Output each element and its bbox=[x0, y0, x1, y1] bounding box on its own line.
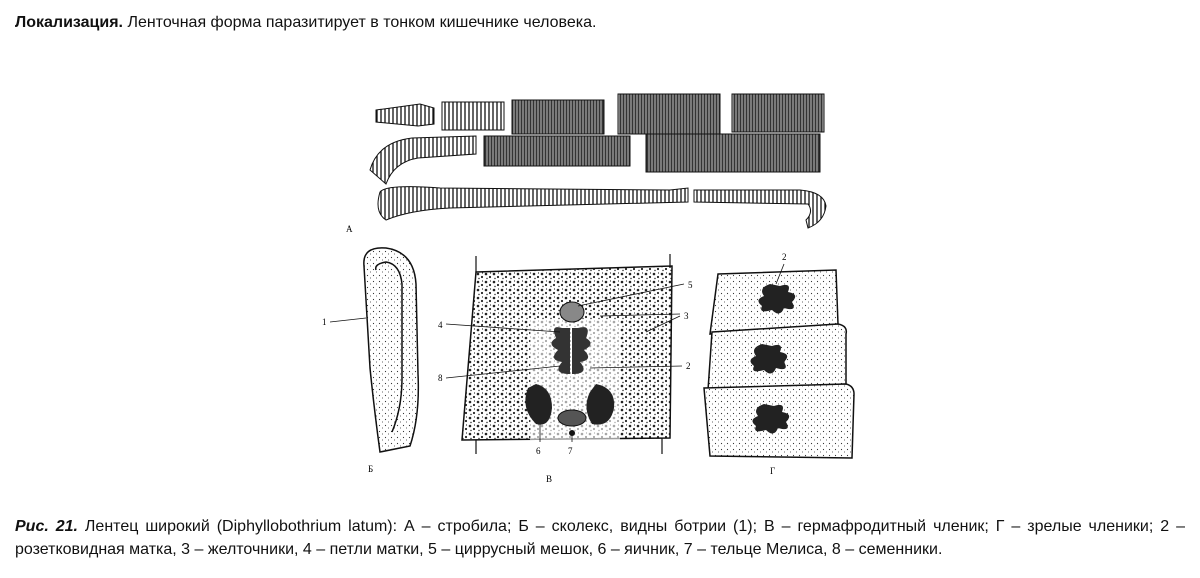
callout-v-8: 8 bbox=[438, 373, 443, 383]
panel-label-b: Б bbox=[368, 464, 373, 474]
tapeworm-figure: А 1 Б 5 3 4 8 2 6 7 В bbox=[322, 93, 855, 484]
callout-g-2: 2 bbox=[782, 252, 787, 262]
callout-v-2: 2 bbox=[686, 361, 691, 371]
callout-b-1: 1 bbox=[322, 317, 327, 327]
localization-text: Ленточная форма паразитирует в тонком ки… bbox=[123, 14, 597, 31]
hermaphroditic-proglottid-drawing bbox=[461, 254, 673, 454]
callout-line-g2 bbox=[775, 263, 785, 285]
panel-label-a: А bbox=[346, 224, 353, 234]
mature-proglottids-drawing bbox=[703, 269, 855, 459]
callout-line-v3a bbox=[599, 313, 681, 317]
callout-line-v4 bbox=[445, 323, 561, 333]
callout-line-v2 bbox=[589, 365, 683, 369]
callout-v-3: 3 bbox=[684, 311, 689, 321]
scolex-drawing bbox=[363, 247, 420, 453]
localization-heading: Локализация. bbox=[15, 14, 123, 31]
callout-line-v8 bbox=[445, 365, 561, 379]
panel-label-v: В bbox=[546, 474, 552, 484]
figure-caption-text: Лентец широкий (Diphyllobothrium latum):… bbox=[15, 518, 1185, 558]
figure-number: Рис. 21. bbox=[15, 518, 78, 535]
callout-v-6: 6 bbox=[536, 446, 541, 456]
panel-label-g: Г bbox=[770, 466, 775, 476]
callout-line-v5 bbox=[577, 283, 685, 307]
callout-v-5: 5 bbox=[688, 280, 693, 290]
callout-v-4: 4 bbox=[438, 320, 443, 330]
callout-v-7: 7 bbox=[568, 446, 573, 456]
callout-line-v3b bbox=[645, 315, 681, 333]
localization-paragraph: Локализация. Ленточная форма паразитируе… bbox=[15, 12, 596, 34]
callout-line-b1 bbox=[329, 317, 367, 323]
figure-caption: Рис. 21. Лентец широкий (Diphyllobothriu… bbox=[15, 515, 1185, 561]
strobila-drawing bbox=[369, 93, 827, 229]
